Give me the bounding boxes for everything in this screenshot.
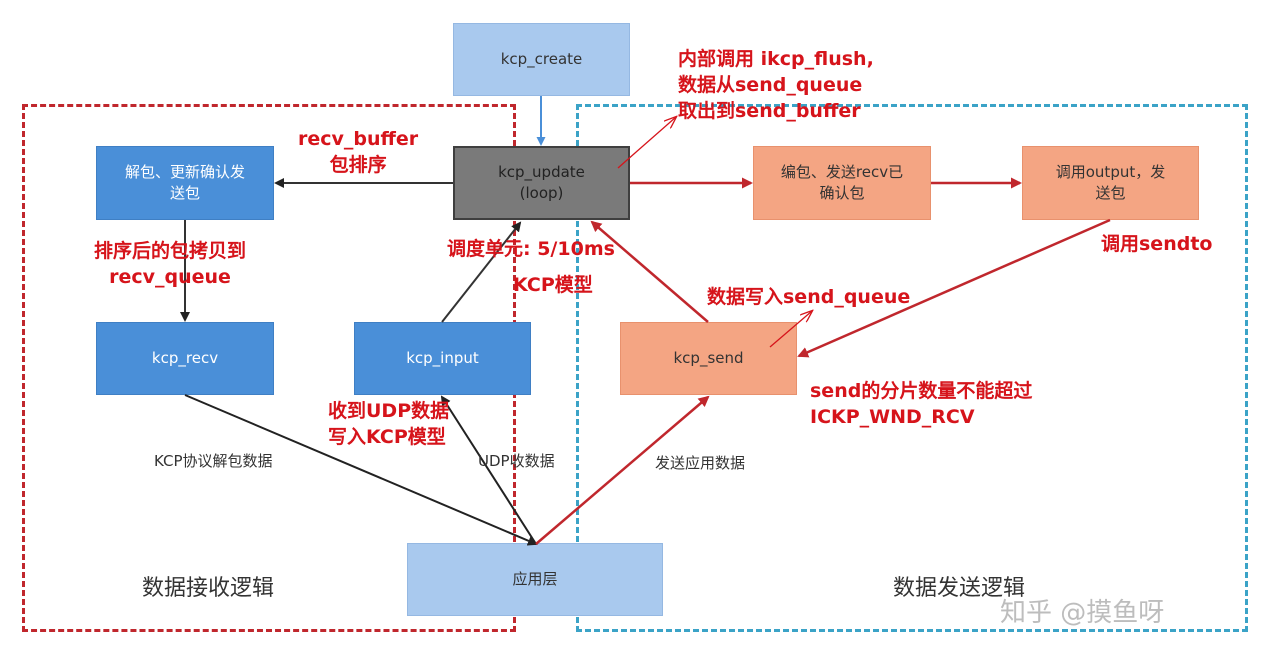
arrow-recv-to-app <box>184 394 538 546</box>
sendto-note: 调用sendto <box>1101 233 1213 255</box>
kcp-update-node: kcp_update (loop) <box>453 146 630 220</box>
arrow-app-to-send <box>535 395 710 545</box>
kcp-unpack-label: KCP协议解包数据 <box>154 452 273 470</box>
kcp-create-node: kcp_create <box>453 23 630 96</box>
flush-note: 内部调用 ikcp_flush, 数据从send_queue 取出到send_b… <box>678 48 874 122</box>
udp-write-note: 收到UDP数据 写入KCP模型 <box>328 400 450 448</box>
send-queue-note: 数据写入send_queue <box>707 286 911 308</box>
send-app-data-label: 发送应用数据 <box>655 454 746 472</box>
pointer-flush-note <box>617 117 676 169</box>
fragment-limit-note: send的分片数量不能超过 ICKP_WND_RCV <box>810 380 1033 428</box>
kcp-recv-node: kcp_recv <box>96 322 274 395</box>
recv-buffer-note: recv_buffer 包排序 <box>298 128 419 176</box>
kcp-input-node: kcp_input <box>354 322 531 395</box>
arrow-output-to-send <box>797 218 1111 358</box>
kcp-send-node: kcp_send <box>620 322 797 395</box>
watermark: 知乎 @摸鱼呀 <box>1000 598 1165 628</box>
send-region-title: 数据发送逻辑 <box>893 576 1026 601</box>
receive-region-title: 数据接收逻辑 <box>142 576 275 601</box>
arrow-send-to-update <box>590 220 709 323</box>
schedule-unit-note: 调度单元: 5/10ms <box>447 238 615 260</box>
output-send-node: 调用output，发 送包 <box>1022 146 1199 220</box>
app-layer-node: 应用层 <box>407 543 663 616</box>
arrow-input-to-update <box>441 221 522 323</box>
copy-to-recv-queue-note: 排序后的包拷贝到 recv_queue <box>94 240 247 288</box>
arrow-app-to-input <box>440 395 537 545</box>
send-logic-region <box>576 104 1248 632</box>
pointer-send-queue-note <box>769 311 812 348</box>
pack-send-ack-node: 编包、发送recv已 确认包 <box>753 146 931 220</box>
udp-recv-label: UDP收数据 <box>478 452 555 470</box>
unpack-ack-node: 解包、更新确认发 送包 <box>96 146 274 220</box>
kcp-model-note: KCP模型 <box>513 274 593 296</box>
